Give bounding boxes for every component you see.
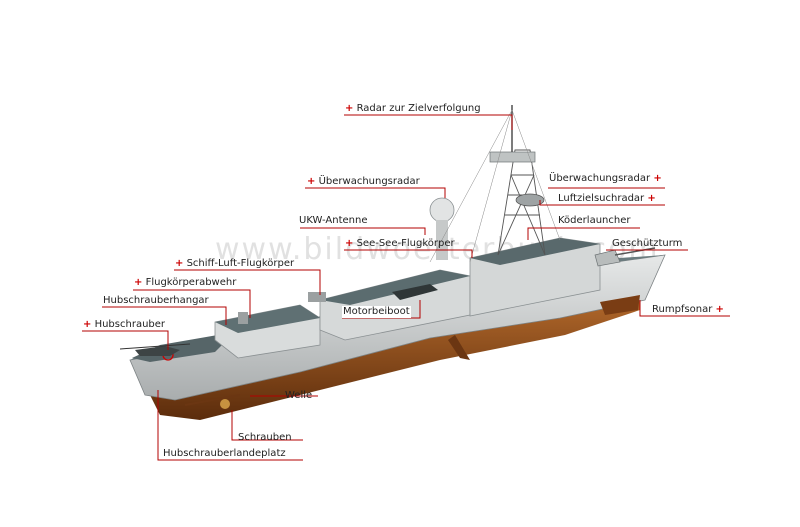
label-vhf-antenna: UKW-Antenne bbox=[299, 215, 368, 226]
helicopter-shape bbox=[135, 346, 180, 356]
label-sam: + Schiff-Luft-Flugkörper bbox=[175, 258, 295, 269]
label-surveillance-radar-right: Überwachungsradar + bbox=[549, 173, 662, 184]
label-motorboat: Motorbeiboot bbox=[342, 306, 411, 318]
label-helicopter-hangar: Hubschrauberhangar bbox=[103, 295, 209, 306]
label-ssm: + See-See-Flugkörper bbox=[345, 238, 455, 249]
motorboat-shape bbox=[392, 284, 438, 300]
air-search-dish bbox=[515, 193, 545, 207]
radome bbox=[429, 197, 455, 223]
sam-launcher bbox=[308, 292, 326, 302]
label-missile-defense: + Flugkörperabwehr bbox=[134, 277, 237, 288]
label-surveillance-radar-left: + Überwachungsradar bbox=[307, 176, 420, 187]
sonar-dome bbox=[600, 295, 640, 315]
label-propellers: Schrauben bbox=[238, 432, 292, 443]
label-gun-turret: Geschützturm bbox=[612, 238, 683, 249]
label-hull-sonar: Rumpfsonar + bbox=[652, 304, 724, 315]
label-helipad: Hubschrauberlandeplatz bbox=[163, 448, 286, 459]
label-decoy-launcher: Köderlauncher bbox=[558, 215, 631, 226]
hull-bottom bbox=[150, 300, 640, 420]
propeller bbox=[220, 399, 230, 409]
keel bbox=[448, 335, 470, 360]
label-helicopter: + Hubschrauber bbox=[83, 319, 166, 330]
label-shaft: Welle bbox=[285, 390, 313, 401]
gun-turret bbox=[594, 249, 621, 267]
label-radar-tracking: + Radar zur Zielverfolgung bbox=[345, 103, 481, 114]
label-air-search-radar: Luftzielsuchradar + bbox=[558, 193, 656, 204]
